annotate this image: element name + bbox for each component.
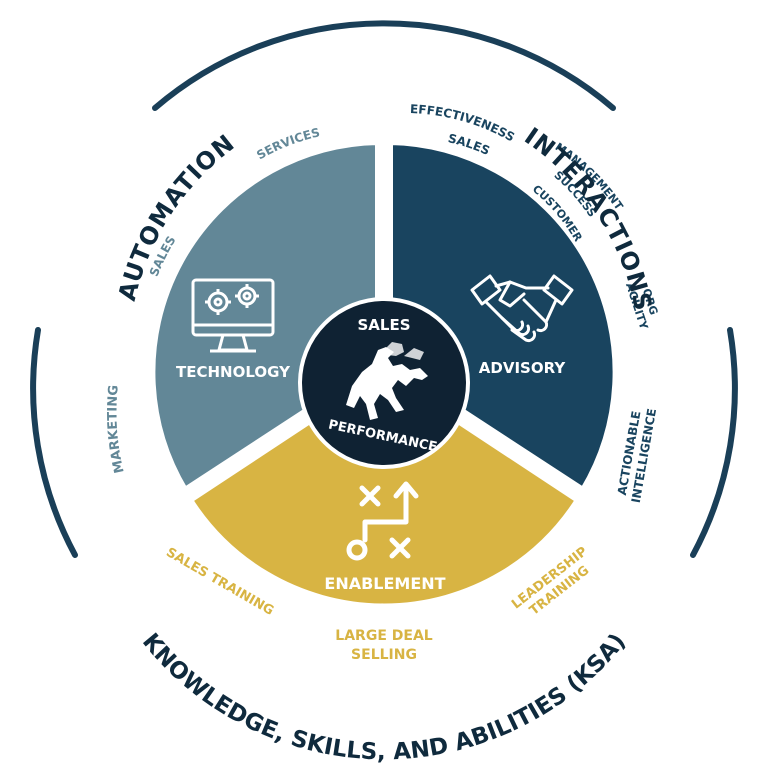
label-large-deal-1: LARGE DEAL xyxy=(335,628,432,644)
outer-ring-arc-right xyxy=(690,327,738,558)
rearing-horses-icon xyxy=(346,342,428,420)
segment-enablement xyxy=(187,369,581,610)
label-marketing: MARKETING xyxy=(105,384,127,474)
outer-ring-arc-top xyxy=(152,20,616,111)
segment-label-technology: TECHNOLOGY xyxy=(176,363,291,381)
outer-ring-arc-left xyxy=(30,327,78,558)
strategy-play-icon xyxy=(346,481,419,561)
handshake-icon xyxy=(470,274,574,343)
center-top-text: SALES xyxy=(357,316,410,334)
outer-ring xyxy=(30,20,738,558)
segment-technology xyxy=(149,139,381,493)
label-large-deal-2: SELLING xyxy=(351,647,417,663)
center-logo: SALES PERFORMANCE xyxy=(298,297,470,469)
segment-label-advisory: ADVISORY xyxy=(479,359,567,377)
segment-label-enablement: ENABLEMENT xyxy=(324,574,445,593)
segment-advisory xyxy=(387,139,619,493)
monitor-gears-icon xyxy=(191,278,275,353)
label-actionable-intelligence: ACTIONABLE INTELLIGENCE xyxy=(615,407,659,504)
